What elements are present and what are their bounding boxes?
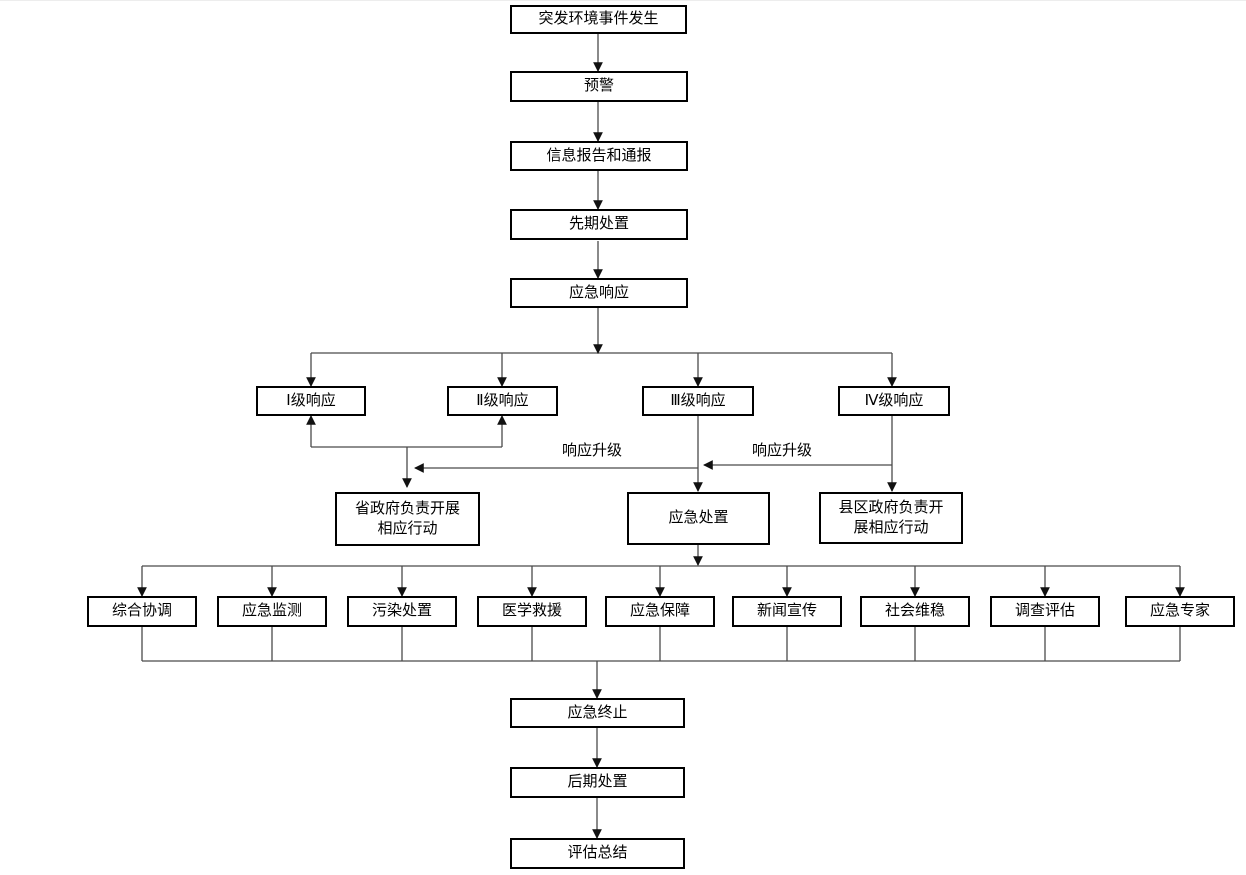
node-level1-response: Ⅰ级响应 [256, 386, 366, 416]
node-task-experts: 应急专家 [1125, 596, 1235, 627]
node-task-support: 应急保障 [605, 596, 715, 627]
node-level3-response: Ⅲ级响应 [642, 386, 754, 416]
node-initial-disposal: 先期处置 [510, 209, 688, 240]
node-task-pollution-disposal: 污染处置 [347, 596, 457, 627]
node-level4-response: Ⅳ级响应 [838, 386, 950, 416]
node-evaluation-summary: 评估总结 [510, 838, 685, 869]
node-emergency-termination: 应急终止 [510, 698, 685, 728]
node-provincial-government-action: 省政府负责开展 相应行动 [335, 492, 480, 546]
node-early-warning: 预警 [510, 71, 688, 102]
node-task-news-publicity: 新闻宣传 [732, 596, 842, 627]
node-task-medical-rescue: 医学救援 [477, 596, 587, 627]
node-county-government-action: 县区政府负责开 展相应行动 [819, 492, 963, 544]
node-task-social-stability: 社会维稳 [860, 596, 970, 627]
node-information-report: 信息报告和通报 [510, 141, 688, 171]
node-incident-start: 突发环境事件发生 [510, 5, 687, 34]
edge-label-upgrade-left: 响应升级 [562, 442, 623, 459]
edge-label-upgrade-right: 响应升级 [752, 442, 813, 459]
node-post-disposal: 后期处置 [510, 767, 685, 798]
node-task-monitoring: 应急监测 [217, 596, 327, 627]
node-task-coordination: 综合协调 [87, 596, 197, 627]
node-level2-response: Ⅱ级响应 [447, 386, 558, 416]
node-task-investigation: 调查评估 [990, 596, 1100, 627]
node-emergency-disposal: 应急处置 [627, 492, 770, 545]
node-emergency-response: 应急响应 [510, 278, 688, 308]
